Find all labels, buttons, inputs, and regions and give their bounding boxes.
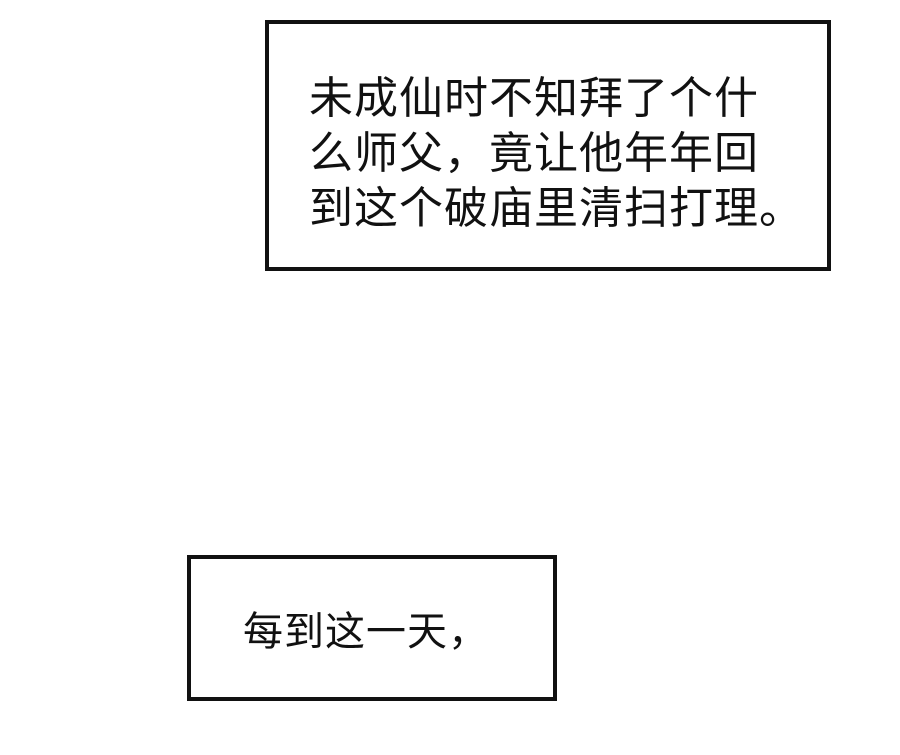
caption-line: 每到这一天， [243, 609, 489, 655]
caption-box-top: 未成仙时不知拜了个什 么师父，竟让他年年回 到这个破庙里清扫打理。 [265, 20, 831, 271]
caption-line: 么师父，竟让他年年回 [309, 128, 759, 179]
caption-line: 未成仙时不知拜了个什 [309, 73, 759, 124]
caption-line: 到这个破庙里清扫打理。 [309, 183, 804, 234]
caption-box-bottom: 每到这一天， [187, 555, 557, 701]
